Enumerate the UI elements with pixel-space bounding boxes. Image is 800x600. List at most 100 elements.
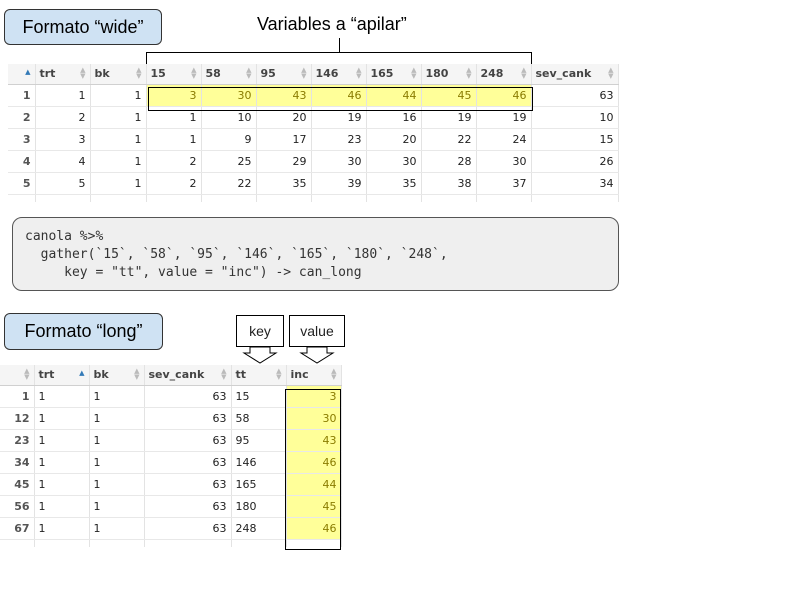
- table-cell: 146: [231, 451, 287, 474]
- table-cell: 45: [0, 473, 35, 496]
- table-cell: 15: [531, 128, 619, 151]
- table-cell: 1: [90, 172, 147, 195]
- sort-arrows-icon[interactable]: ▲▼: [411, 66, 417, 80]
- table-cell: 1: [89, 385, 145, 408]
- table-cell: 4: [8, 150, 36, 173]
- sort-arrows-icon[interactable]: ▲▼: [221, 367, 227, 381]
- wide-col-header-trt[interactable]: trt▲▼: [35, 64, 91, 85]
- table-cell: 10: [531, 106, 619, 129]
- table-cell: [144, 539, 232, 547]
- table-cell: 35: [366, 172, 422, 195]
- wide-table-scroll-stub: [8, 194, 619, 202]
- sort-arrows-icon[interactable]: ▲▼: [301, 66, 307, 80]
- wide-col-header-95[interactable]: 95▲▼: [256, 64, 312, 85]
- sort-arrows-icon[interactable]: ▲▼: [80, 66, 86, 80]
- table-cell: 10: [201, 106, 257, 129]
- sort-arrows-icon[interactable]: ▲: [25, 68, 31, 76]
- wide-col-header-146[interactable]: 146▲▼: [311, 64, 367, 85]
- table-cell: 22: [421, 128, 477, 151]
- table-cell: [0, 539, 35, 547]
- table-cell: 1: [34, 495, 90, 518]
- table-cell: 56: [0, 495, 35, 518]
- table-cell: 2: [8, 106, 36, 129]
- table-cell: 4: [35, 150, 91, 173]
- table-cell: 1: [35, 84, 91, 107]
- long-col-header-label: inc: [290, 368, 309, 382]
- table-cell: 3: [146, 84, 202, 107]
- wide-col-header-label: bk: [94, 67, 110, 81]
- table-cell: [34, 539, 90, 547]
- table-cell: 1: [89, 517, 145, 540]
- table-cell: 3: [286, 385, 342, 408]
- sort-arrows-icon[interactable]: ▲▼: [466, 66, 472, 80]
- sort-arrows-icon[interactable]: ▲▼: [521, 66, 527, 80]
- value-arrow-icon: [299, 347, 335, 364]
- table-cell: 16: [366, 106, 422, 129]
- table-cell: 29: [256, 150, 312, 173]
- table-cell: [89, 539, 145, 547]
- table-cell: 9: [201, 128, 257, 151]
- wide-col-header-label: 180: [425, 67, 449, 81]
- sort-arrows-icon[interactable]: ▲▼: [356, 66, 362, 80]
- table-cell: 63: [144, 451, 232, 474]
- wide-col-header-248[interactable]: 248▲▼: [476, 64, 532, 85]
- long-col-header-label: sev_cank: [148, 368, 205, 382]
- table-cell: 2: [35, 106, 91, 129]
- table-cell: 44: [286, 473, 342, 496]
- wide-col-header-180[interactable]: 180 ▲▼: [421, 64, 477, 85]
- long-col-header-rownum[interactable]: ▲▼: [0, 365, 35, 386]
- long-col-header-bk[interactable]: bk▲▼: [89, 365, 145, 386]
- sort-arrows-icon[interactable]: ▲▼: [246, 66, 252, 80]
- sort-arrows-icon[interactable]: ▲▼: [608, 66, 614, 80]
- wide-table: ▲trt▲▼bk▲▼15▲▼58▲▼95▲▼146▲▼165▲▼180▲▼248…: [8, 64, 619, 202]
- sort-arrows-icon[interactable]: ▲▼: [24, 367, 30, 381]
- table-cell: 20: [256, 106, 312, 129]
- table-cell: 2: [146, 150, 202, 173]
- table-cell: 1: [89, 473, 145, 496]
- long-col-header-tt[interactable]: tt ▲▼: [231, 365, 287, 386]
- table-cell: 43: [286, 429, 342, 452]
- long-col-header-trt[interactable]: trt▲: [34, 365, 90, 386]
- wide-col-header-15[interactable]: 15▲▼: [146, 64, 202, 85]
- table-cell: 26: [531, 150, 619, 173]
- sort-arrows-icon[interactable]: ▲: [79, 369, 85, 377]
- long-col-header-label: tt: [235, 368, 247, 382]
- table-cell: 23: [311, 128, 367, 151]
- wide-col-header-165[interactable]: 165▲▼: [366, 64, 422, 85]
- wide-format-label: Formato “wide”: [4, 9, 162, 45]
- table-cell: [256, 194, 312, 202]
- key-callout: key: [236, 315, 284, 365]
- table-cell: 39: [311, 172, 367, 195]
- sort-arrows-icon[interactable]: ▲▼: [276, 367, 282, 381]
- table-cell: 1: [34, 407, 90, 430]
- long-format-label-text: Formato “long”: [24, 321, 143, 341]
- sort-arrows-icon[interactable]: ▲▼: [331, 367, 337, 381]
- table-cell: 1: [89, 429, 145, 452]
- wide-col-header-58[interactable]: 58▲▼: [201, 64, 257, 85]
- key-arrow-icon: [242, 347, 278, 364]
- table-cell: 45: [421, 84, 477, 107]
- wide-col-header-bk[interactable]: bk ▲▼: [90, 64, 147, 85]
- table-cell: 5: [8, 172, 36, 195]
- wide-col-header-sev_cank[interactable]: sev_cank▲▼: [531, 64, 619, 85]
- table-cell: 63: [144, 517, 232, 540]
- long-col-header-inc[interactable]: inc ▲▼: [286, 365, 342, 386]
- table-cell: [146, 194, 202, 202]
- table-cell: 45: [286, 495, 342, 518]
- table-cell: 1: [8, 84, 36, 107]
- key-callout-box: key: [236, 315, 284, 347]
- sort-arrows-icon[interactable]: ▲▼: [134, 367, 140, 381]
- sort-arrows-icon[interactable]: ▲▼: [191, 66, 197, 80]
- table-cell: 30: [366, 150, 422, 173]
- long-col-header-sev_cank[interactable]: sev_cank ▲▼: [144, 365, 232, 386]
- key-callout-text: key: [249, 323, 271, 339]
- wide-col-header-rownum[interactable]: ▲: [8, 64, 36, 85]
- sort-arrows-icon[interactable]: ▲▼: [136, 66, 142, 80]
